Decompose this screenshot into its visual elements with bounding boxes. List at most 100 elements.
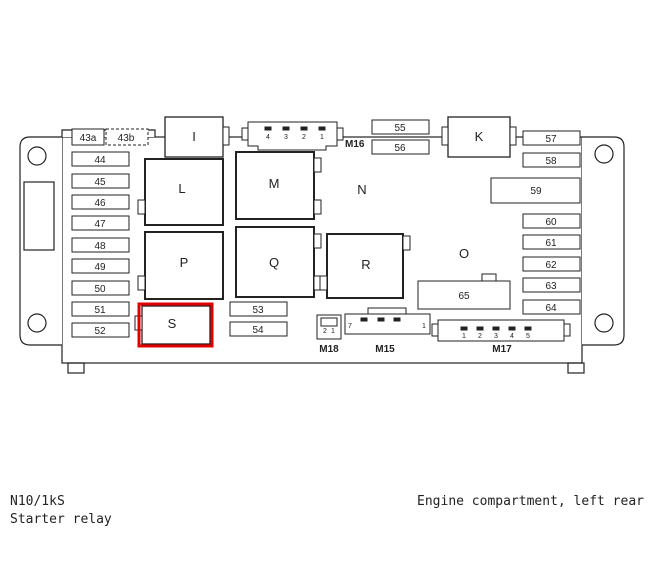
connector-m15-top: [367, 307, 407, 315]
right-mount-hole-bottom: [594, 313, 614, 333]
connector-m17-pin-label-5: 5: [526, 333, 530, 340]
connector-m15-pin-label-7: 7: [348, 323, 352, 330]
connector-m17-pin-label-1: 1: [462, 333, 466, 340]
fuse-58-body: [522, 152, 581, 168]
connector-m15-label: M15: [375, 344, 395, 355]
relay-k-label: K: [475, 129, 484, 144]
fuse-45-label: 45: [94, 177, 106, 188]
fuse-50-body: [71, 280, 130, 296]
connector-m16-pin-4: [264, 126, 272, 131]
relay-m-clip-bottom: [313, 199, 322, 215]
left-mount-hole-bottom: [27, 313, 47, 333]
connector-m15-pin-a: [377, 317, 385, 322]
connector-m17-pin-label-3: 3: [494, 333, 498, 340]
fuse-60-body: [522, 213, 581, 229]
connector-m17-pin-2: [476, 326, 484, 331]
connector-m17-pin-5: [524, 326, 532, 331]
connector-m18-socket: [320, 317, 338, 327]
fuse-50-label: 50: [94, 284, 106, 295]
connector-m16-pin-label-4: 4: [266, 134, 270, 141]
fuse-56-body: [371, 139, 430, 155]
connector-m15-body: [344, 313, 431, 335]
right-mount-ear: [582, 136, 625, 346]
fuse-54-label: 54: [252, 325, 264, 336]
fuse-63-body: [522, 277, 581, 293]
relay-m-body: [235, 151, 315, 220]
relay-r-body: [326, 233, 404, 299]
connector-m17-pin-1: [460, 326, 468, 331]
fuse-44-body: [71, 151, 130, 167]
relay-p-clip: [137, 275, 146, 291]
fuse-63-label: 63: [545, 281, 557, 292]
connector-m18-label: M18: [319, 344, 339, 355]
fuse-48-label: 48: [94, 241, 106, 252]
fuse-58-label: 58: [545, 156, 557, 167]
fuse-57-body: [522, 130, 581, 146]
fuse-46-body: [71, 194, 130, 210]
relay-l-label: L: [178, 181, 185, 196]
relay-l-clip: [137, 199, 146, 215]
fuse-box-diagram: 43a 43b 44 45 46 47 48 49 50 51 52 53 54…: [19, 116, 625, 374]
fuse-61-label: 61: [545, 238, 557, 249]
relay-s-label: S: [168, 316, 177, 331]
connector-m17-body: [437, 319, 565, 342]
left-mount-ear: [19, 136, 62, 346]
connector-m15-pin-label-1: 1: [422, 323, 426, 330]
fuse-59-body: [490, 177, 581, 204]
fuse-57-label: 57: [545, 134, 557, 145]
component-location: Engine compartment, left rear: [417, 494, 644, 509]
relay-k-clip-right: [509, 126, 517, 146]
fuse-49-body: [71, 258, 130, 274]
fuse-62-body: [522, 256, 581, 272]
right-mount-hole-top: [594, 144, 614, 164]
relay-s-body: [141, 305, 211, 345]
relay-s-highlight: [137, 302, 214, 348]
connector-m16-pin-3: [282, 126, 290, 131]
connector-m17-latch-right: [563, 323, 571, 337]
connector-m16-pin-label-1: 1: [320, 134, 324, 141]
fuse-43a-label: 43a: [80, 133, 97, 144]
fuse-55-body: [371, 119, 430, 135]
connector-m16-pin-2: [300, 126, 308, 131]
fuse-54-body: [229, 321, 288, 337]
fuse-52-body: [71, 322, 130, 338]
zone-n-label: N: [357, 182, 366, 197]
component-name: Starter relay: [10, 512, 112, 527]
connector-m17-pin-3: [492, 326, 500, 331]
connector-m15-pin-c: [360, 317, 368, 322]
left-side-slot: [23, 181, 55, 251]
fuse-65-tab: [481, 273, 497, 282]
relay-r-clip-top: [402, 235, 411, 251]
left-mount-hole-top: [27, 146, 47, 166]
relay-i-label: I: [192, 129, 196, 144]
fuse-56-label: 56: [394, 143, 406, 154]
fuse-61-body: [522, 234, 581, 250]
connector-m18-pin-label-2: 2: [323, 328, 327, 335]
connector-m16-latch-right: [336, 127, 344, 141]
fuse-45-body: [71, 173, 130, 189]
relay-l-body: [144, 158, 224, 226]
connector-m16-pin-1: [318, 126, 326, 131]
relay-q-body: [235, 226, 315, 298]
relay-r-label: R: [361, 257, 370, 272]
fuse-53-label: 53: [252, 305, 264, 316]
connector-m16-pin-label-2: 2: [302, 134, 306, 141]
fuse-53-body: [229, 301, 288, 317]
connector-m17-pin-label-2: 2: [478, 333, 482, 340]
left-foot: [67, 362, 85, 374]
fuse-62-label: 62: [545, 260, 557, 271]
connector-m16-latch-left: [241, 127, 249, 141]
relay-i-clip: [222, 126, 230, 146]
component-code: N10/1kS: [10, 494, 65, 509]
connector-m17-label: M17: [492, 344, 512, 355]
fuse-64-body: [522, 299, 581, 315]
fuse-46-label: 46: [94, 198, 106, 209]
zone-o-label: O: [459, 246, 469, 261]
fuse-47-body: [71, 215, 130, 231]
relay-m-label: M: [269, 176, 280, 191]
relay-q-clip-top: [313, 233, 322, 249]
connector-m15-pin-b: [393, 317, 401, 322]
relay-i-body: [164, 116, 224, 158]
connector-m16-label: M16: [345, 139, 365, 150]
fuse-49-label: 49: [94, 262, 106, 273]
